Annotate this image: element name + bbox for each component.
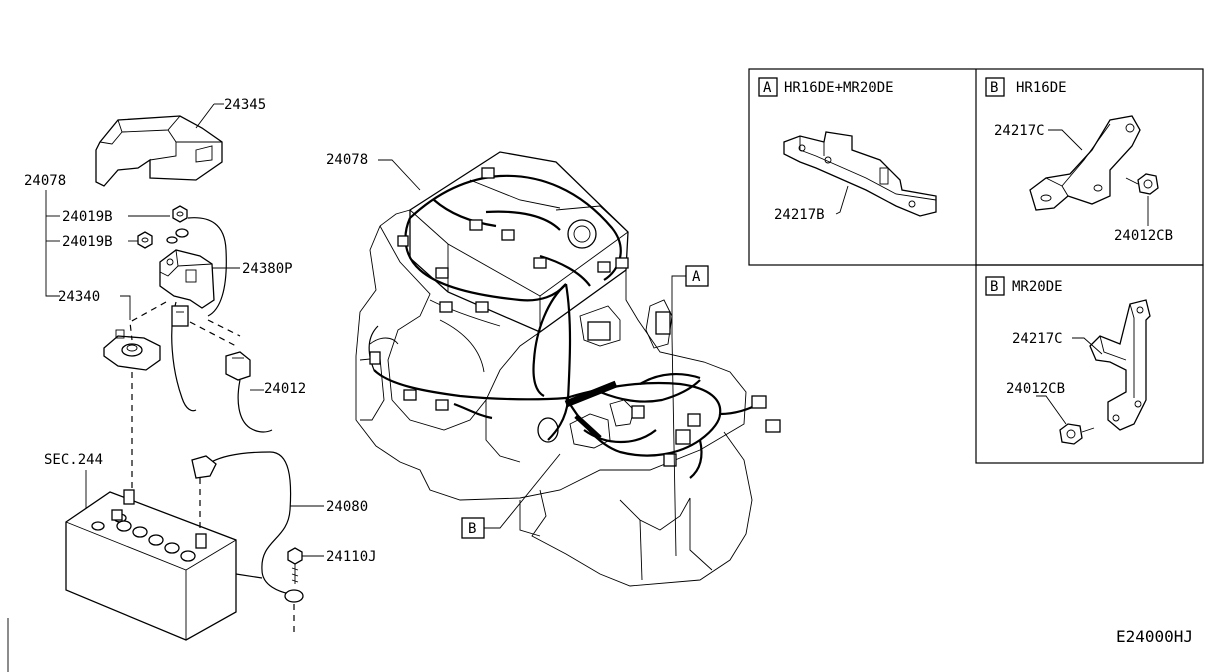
box-b-bottom-title: MR20DE [1012, 279, 1063, 295]
fuse-cover-24345 [95, 115, 223, 187]
detail-box-b-top: B HR16DE [985, 77, 1159, 211]
clip-24012 [225, 351, 251, 381]
harness-connectors [369, 167, 781, 467]
label-24340: 24340 [58, 289, 100, 305]
label-24078-left: 24078 [24, 173, 66, 189]
diagram-code: E24000HJ [1116, 627, 1193, 646]
label-24110j: 24110J [326, 549, 377, 565]
label-24380p: 24380P [242, 261, 293, 277]
box-a-letter: A [763, 80, 772, 96]
box-a-title: HR16DE+MR20DE [784, 80, 894, 96]
callout-a-letter: A [692, 269, 701, 285]
detail-box-b-bottom: B MR20DE [985, 276, 1151, 445]
label-24345: 24345 [224, 97, 266, 113]
label-sec244: SEC.244 [44, 452, 103, 468]
label-24012cb-c: 24012CB [1006, 381, 1065, 397]
box-b-top-letter: B [990, 80, 998, 96]
label-24012cb-b: 24012CB [1114, 228, 1173, 244]
label-24080: 24080 [326, 499, 368, 515]
engine-assembly [355, 151, 753, 587]
label-24217c-b: 24217C [994, 123, 1045, 139]
box-b-bottom-letter: B [990, 279, 998, 295]
cable-terminal-24080 [191, 455, 217, 479]
label-24217b: 24217B [774, 207, 825, 223]
label-24078-engine: 24078 [326, 152, 368, 168]
callout-b-letter: B [468, 521, 476, 537]
label-24019b-1: 24019B [62, 209, 113, 225]
label-24012: 24012 [264, 381, 306, 397]
detail-box-a: A HR16DE+MR20DE [758, 77, 937, 217]
nut-24019b [137, 205, 189, 249]
label-24217c-c: 24217C [1012, 331, 1063, 347]
battery [65, 489, 237, 641]
detail-frame-bottom [975, 264, 1204, 464]
fusible-link-24380p [159, 249, 215, 309]
clip-part [171, 305, 189, 327]
battery-terminal-24340 [103, 329, 161, 371]
label-24019b-2: 24019B [62, 234, 113, 250]
bolt-24110j [284, 547, 304, 603]
box-b-top-title: HR16DE [1016, 80, 1067, 96]
